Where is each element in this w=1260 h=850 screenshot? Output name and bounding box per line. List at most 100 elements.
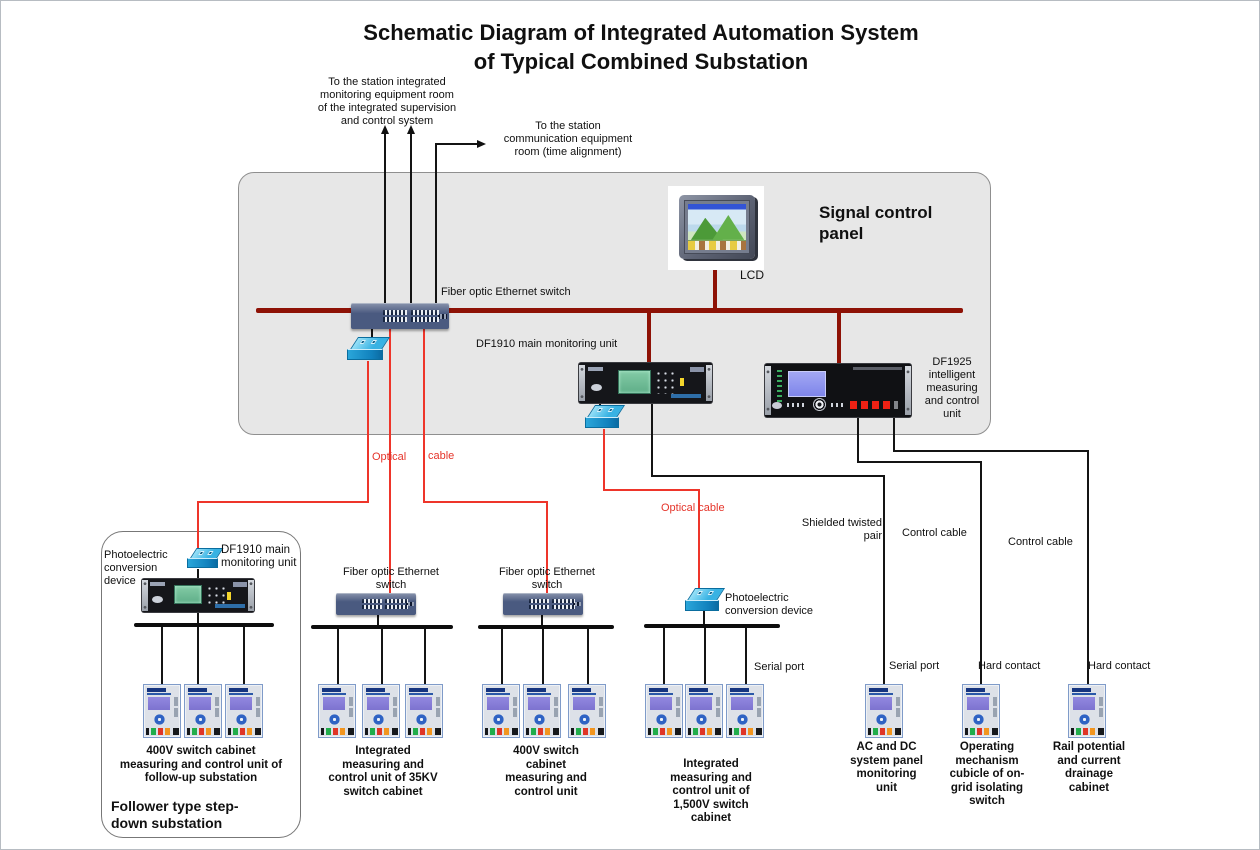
shielded-pair-cable xyxy=(883,475,885,685)
caption-35kv: Integrated measuring and control unit of… xyxy=(328,745,438,798)
df1910-bus-drop xyxy=(647,313,651,364)
rack-label-text xyxy=(690,366,705,372)
converter-port xyxy=(607,408,614,413)
optical-label: Optical xyxy=(372,451,407,463)
unit-drop xyxy=(197,627,199,684)
unit-drop xyxy=(501,629,503,684)
optical-cable-3 xyxy=(423,329,425,503)
hard-contact-label: Hard contact xyxy=(1088,660,1151,672)
rack-bracket xyxy=(248,580,254,611)
rack-bracket xyxy=(142,580,148,611)
control-cable-2 xyxy=(893,415,895,452)
caption-isolating: Operating mechanism cubicle of on- grid … xyxy=(949,741,1025,807)
rack-screen xyxy=(788,371,827,397)
measuring-control-unit xyxy=(225,684,263,738)
converter-front-face xyxy=(685,599,720,611)
unit-drop xyxy=(381,629,383,684)
converter-port xyxy=(206,550,214,555)
optical-cable-3 xyxy=(423,501,548,503)
df1910-label: DF1910 main monitoring unit xyxy=(476,338,618,350)
rack-bracket xyxy=(579,364,585,402)
optical-cable-1 xyxy=(367,361,369,502)
converter-port xyxy=(596,408,604,413)
follower-photoelectric-label: Photoelectric conversion device xyxy=(104,549,168,587)
caption-ac-dc: AC and DC system panel monitoring unit xyxy=(850,741,923,794)
switch-400v-label: Fiber optic Ethernet switch xyxy=(499,566,595,591)
rack-oval-button xyxy=(152,596,164,604)
unit-drop xyxy=(587,629,589,684)
control-cable-2 xyxy=(893,450,1089,452)
signal-panel-title: Signal control panel xyxy=(819,203,933,243)
serial-port-label: Serial port xyxy=(754,661,805,673)
control-cable-label: Control cable xyxy=(902,527,967,539)
measuring-control-unit xyxy=(318,684,356,738)
label-communication-room: To the station communication equipment r… xyxy=(503,120,633,158)
optical-cable-2 xyxy=(389,329,391,595)
rack-buttons xyxy=(786,403,807,408)
follower-df1910-label: DF1910 main monitoring unit xyxy=(221,544,297,569)
control-cable-1 xyxy=(980,461,982,685)
measuring-control-unit xyxy=(645,684,683,738)
screen-graphic-buildings xyxy=(688,239,746,250)
switch-bus-link xyxy=(377,613,379,626)
unit-drop xyxy=(745,628,747,684)
rack-bracket xyxy=(706,364,712,402)
ethernet-switch-400v xyxy=(503,593,583,615)
lcd-monitor-patch xyxy=(668,186,764,270)
group-bus-1500v xyxy=(644,624,780,628)
group-bus-35kv xyxy=(311,625,453,629)
arrow-line-up-2 xyxy=(410,129,412,311)
df1925-measuring-control-unit xyxy=(765,364,911,417)
rack-bus-link xyxy=(197,610,199,624)
rack-logo xyxy=(149,582,165,587)
monitor-screen xyxy=(688,204,746,250)
rack-bracket xyxy=(905,366,911,415)
caption-400v: 400V switch cabinet measuring and contro… xyxy=(505,745,587,798)
rack-oval-button xyxy=(772,401,783,409)
converter-port xyxy=(696,591,704,596)
arrow-line-bent-horizontal xyxy=(435,143,479,145)
converter-bus-link xyxy=(703,611,705,625)
photoelectric-converter-follower xyxy=(187,548,224,570)
arrowhead-up-icon xyxy=(381,125,389,134)
group-bus-follower xyxy=(134,623,274,627)
rack-buttons xyxy=(830,403,845,408)
control-cable-1 xyxy=(857,415,859,463)
rack-red-leds xyxy=(849,400,898,409)
isolating-switch-unit xyxy=(962,684,1000,738)
unit-drop xyxy=(161,627,163,684)
screen-graphic-hill xyxy=(712,215,745,240)
measuring-control-unit xyxy=(405,684,443,738)
cable-label: cable xyxy=(428,450,455,462)
arrowhead-right-icon xyxy=(477,140,486,148)
control-cable-label: Control cable xyxy=(1008,536,1073,548)
converter-port xyxy=(370,340,378,345)
arrow-line-bent-vertical xyxy=(435,143,437,311)
rack-keypad xyxy=(205,584,225,605)
rack-yellow-button xyxy=(227,591,232,600)
switch-bus-link xyxy=(541,613,543,626)
photoelectric-converter-panel xyxy=(347,337,390,362)
rack-bracket xyxy=(765,366,771,415)
ethernet-switch-label: Fiber optic Ethernet switch xyxy=(441,286,571,298)
unit-drop xyxy=(542,629,544,684)
switch-converter-link xyxy=(371,327,373,341)
rack-led-column xyxy=(776,370,782,404)
control-cable-1 xyxy=(857,461,982,463)
photoelectric-converter-1500v xyxy=(685,588,726,613)
lcd-monitor xyxy=(679,195,755,259)
rack-model-text xyxy=(671,394,702,399)
label-monitoring-room: To the station integrated monitoring equ… xyxy=(317,76,457,127)
caption-1500v: Integrated measuring and control unit of… xyxy=(670,758,752,824)
rack-screen xyxy=(617,369,651,394)
diagram-title: Schematic Diagram of Integrated Automati… xyxy=(363,20,919,74)
ethernet-switch-35kv xyxy=(336,593,416,615)
optical-cable-4 xyxy=(603,489,700,491)
measuring-control-unit xyxy=(685,684,723,738)
shielded-pair-label: Shielded twisted pair xyxy=(801,517,882,542)
rack-logo xyxy=(588,367,604,371)
serial-port-label: Serial port xyxy=(889,660,940,672)
measuring-control-unit xyxy=(568,684,606,738)
unit-drop xyxy=(337,629,339,684)
shielded-pair-cable xyxy=(651,475,885,477)
